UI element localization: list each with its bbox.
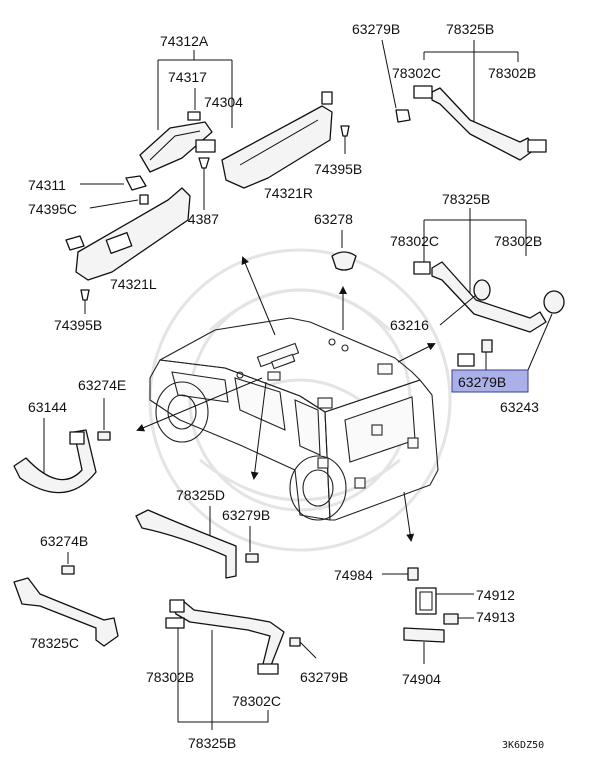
label-78325B-bottom[interactable]: 78325B	[188, 735, 236, 751]
label-74913[interactable]: 74913	[476, 609, 515, 625]
label-74984[interactable]: 74984	[334, 567, 373, 583]
label-63274B[interactable]: 63274B	[40, 533, 88, 549]
assist-grip-78325C-group: 63274B 78325C	[13, 533, 119, 651]
label-74304[interactable]: 74304	[204, 94, 243, 110]
cargo-lamp-group: 74984 74912 74913 74904	[334, 567, 515, 687]
assist-grip-bottom-group: 63279B 78302B 78302C 78325B	[146, 599, 348, 751]
label-74321R[interactable]: 74321R	[264, 185, 313, 201]
clip-63278: 63278	[314, 211, 357, 271]
label-78302B-bottom[interactable]: 78302B	[146, 669, 194, 685]
label-63274E[interactable]: 63274E	[78, 377, 126, 393]
label-78325B-top[interactable]: 78325B	[446, 21, 494, 37]
assist-grip-left-group: 63274E 63144	[13, 377, 126, 494]
label-74395C[interactable]: 74395C	[28, 201, 77, 217]
assist-grip-top-group: 63279B 78325B 78302C 78302B	[352, 21, 547, 161]
label-74321L[interactable]: 74321L	[110, 276, 157, 292]
label-74904[interactable]: 74904	[402, 671, 441, 687]
label-78302C-mid[interactable]: 78302C	[390, 233, 439, 249]
label-78302B-mid[interactable]: 78302B	[494, 233, 542, 249]
label-63279B-highlight[interactable]: 63279B	[458, 374, 506, 390]
label-74395B-left[interactable]: 74395B	[54, 317, 102, 333]
label-63144[interactable]: 63144	[28, 399, 67, 415]
label-63279B-mid[interactable]: 63279B	[222, 507, 270, 523]
sun-visor-left-group: 74312A 74317 74304 74311 74395C 74387 74…	[28, 33, 243, 333]
label-74312A[interactable]: 74312A	[160, 33, 209, 49]
label-63279B-top[interactable]: 63279B	[352, 21, 400, 37]
assist-grip-mid-group: 78325B 78302C 78302B 63216 63279B 63243	[390, 191, 565, 415]
label-74317[interactable]: 74317	[168, 69, 207, 85]
label-63279B-bottom[interactable]: 63279B	[300, 669, 348, 685]
assist-grip-78325D-group: 78325D 63279B	[135, 487, 270, 579]
highlight-box-63279B	[451, 369, 529, 393]
label-74387[interactable]: 74387	[180, 211, 219, 227]
label-78302B-top[interactable]: 78302B	[488, 65, 536, 81]
label-78325C[interactable]: 78325C	[30, 635, 79, 651]
vehicle-body	[149, 317, 439, 521]
label-78302C-top[interactable]: 78302C	[392, 65, 441, 81]
label-74311[interactable]: 74311	[28, 177, 66, 193]
direction-arrows	[136, 256, 436, 542]
label-78302C-bottom[interactable]: 78302C	[232, 693, 281, 709]
sun-visor-right-group: 74321R 74395B	[221, 91, 362, 201]
label-63243[interactable]: 63243	[500, 399, 539, 415]
label-74912[interactable]: 74912	[476, 587, 515, 603]
label-74395B-right[interactable]: 74395B	[314, 161, 362, 177]
diagram-code: 3K6DZ50	[502, 740, 544, 751]
label-78325B-mid[interactable]: 78325B	[442, 191, 490, 207]
label-63278[interactable]: 63278	[314, 211, 353, 227]
label-78325D[interactable]: 78325D	[176, 487, 225, 503]
label-63216[interactable]: 63216	[390, 317, 429, 333]
